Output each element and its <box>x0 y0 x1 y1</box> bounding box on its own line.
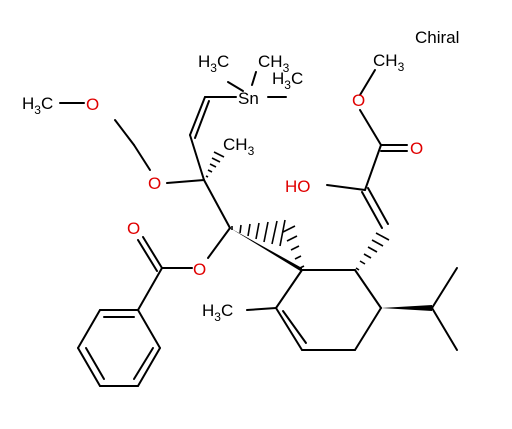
bond-ch2-o <box>133 144 151 171</box>
bond-o-quatc <box>166 179 205 184</box>
bond-vinyl-double-a <box>189 96 206 136</box>
bond-carbonylc-ring <box>137 267 163 311</box>
wedge-ring-to-isopropyl <box>381 305 432 311</box>
label-sn-methyl-3: H3C <box>272 69 303 92</box>
bond-c-ester-c <box>364 144 382 191</box>
label-ester-o-carbonyl: O <box>410 139 423 158</box>
bond-ring-c1-c2 <box>275 269 303 309</box>
bond-o-ch2 <box>114 119 135 146</box>
bonds <box>59 69 458 387</box>
bond-ch-eq-c-a <box>361 191 383 229</box>
label-sn-methyl-2: CH3 <box>258 52 290 75</box>
bond-benz-3 <box>77 347 101 387</box>
bond-quatc-choBz <box>203 179 231 229</box>
label-mom-o2: O <box>148 174 161 193</box>
bond-benz-6 <box>137 309 161 349</box>
bond-iso-me2 <box>431 307 458 351</box>
bond-sn-me1 <box>227 81 244 92</box>
bond-benz-5 <box>137 347 161 387</box>
bond-benz-inner-2 <box>85 347 105 380</box>
chiral-annotation: Chiral <box>415 28 459 47</box>
bond-ch-o-ester <box>207 227 231 259</box>
bond-ring-c5-c6 <box>354 269 382 309</box>
label-quat-methyl: CH3 <box>223 135 255 158</box>
wedge-bonds <box>230 228 432 311</box>
bond-iso-me1 <box>431 267 458 309</box>
bond-ring-c2-c3-inner <box>282 310 307 344</box>
label-benzoate-o-carbonyl: O <box>127 219 140 238</box>
bond-ester-c-o <box>359 109 382 146</box>
label-ester-o-methyl: O <box>352 91 365 110</box>
bond-ring-methyl <box>246 307 277 311</box>
bond-benz-inner-3 <box>133 347 154 380</box>
label-enol-oh: HO <box>285 177 311 196</box>
bond-ch-eq-c-b <box>367 187 389 225</box>
bond-vinyl-double-b <box>194 100 210 139</box>
label-sn-methyl-1: H3C <box>198 52 229 75</box>
bond-c-o-double-a <box>142 236 163 269</box>
label-benzoate-o-ester: O <box>193 260 206 279</box>
label-ring-methyl: H3C <box>202 301 233 324</box>
wedge-ch-to-ring-c1 <box>230 228 302 272</box>
bond-ring-c4-c5 <box>354 307 382 351</box>
hashed-bonds <box>205 151 390 271</box>
label-ester-methyl: CH3 <box>373 51 405 74</box>
label-tin: Sn <box>238 89 259 108</box>
bond-benz-2 <box>77 309 101 349</box>
label-mom-o1: O <box>86 95 99 114</box>
bond-ring-c2-c3 <box>275 307 303 351</box>
bond-c-oh <box>326 184 366 191</box>
bond-quatc-vinyl <box>189 134 205 181</box>
bond-c-o-double-b <box>137 239 158 272</box>
bond-sn-me2 <box>251 71 257 86</box>
label-mom-methyl: H3C <box>22 94 53 117</box>
bond-o-ch3 <box>359 69 376 96</box>
